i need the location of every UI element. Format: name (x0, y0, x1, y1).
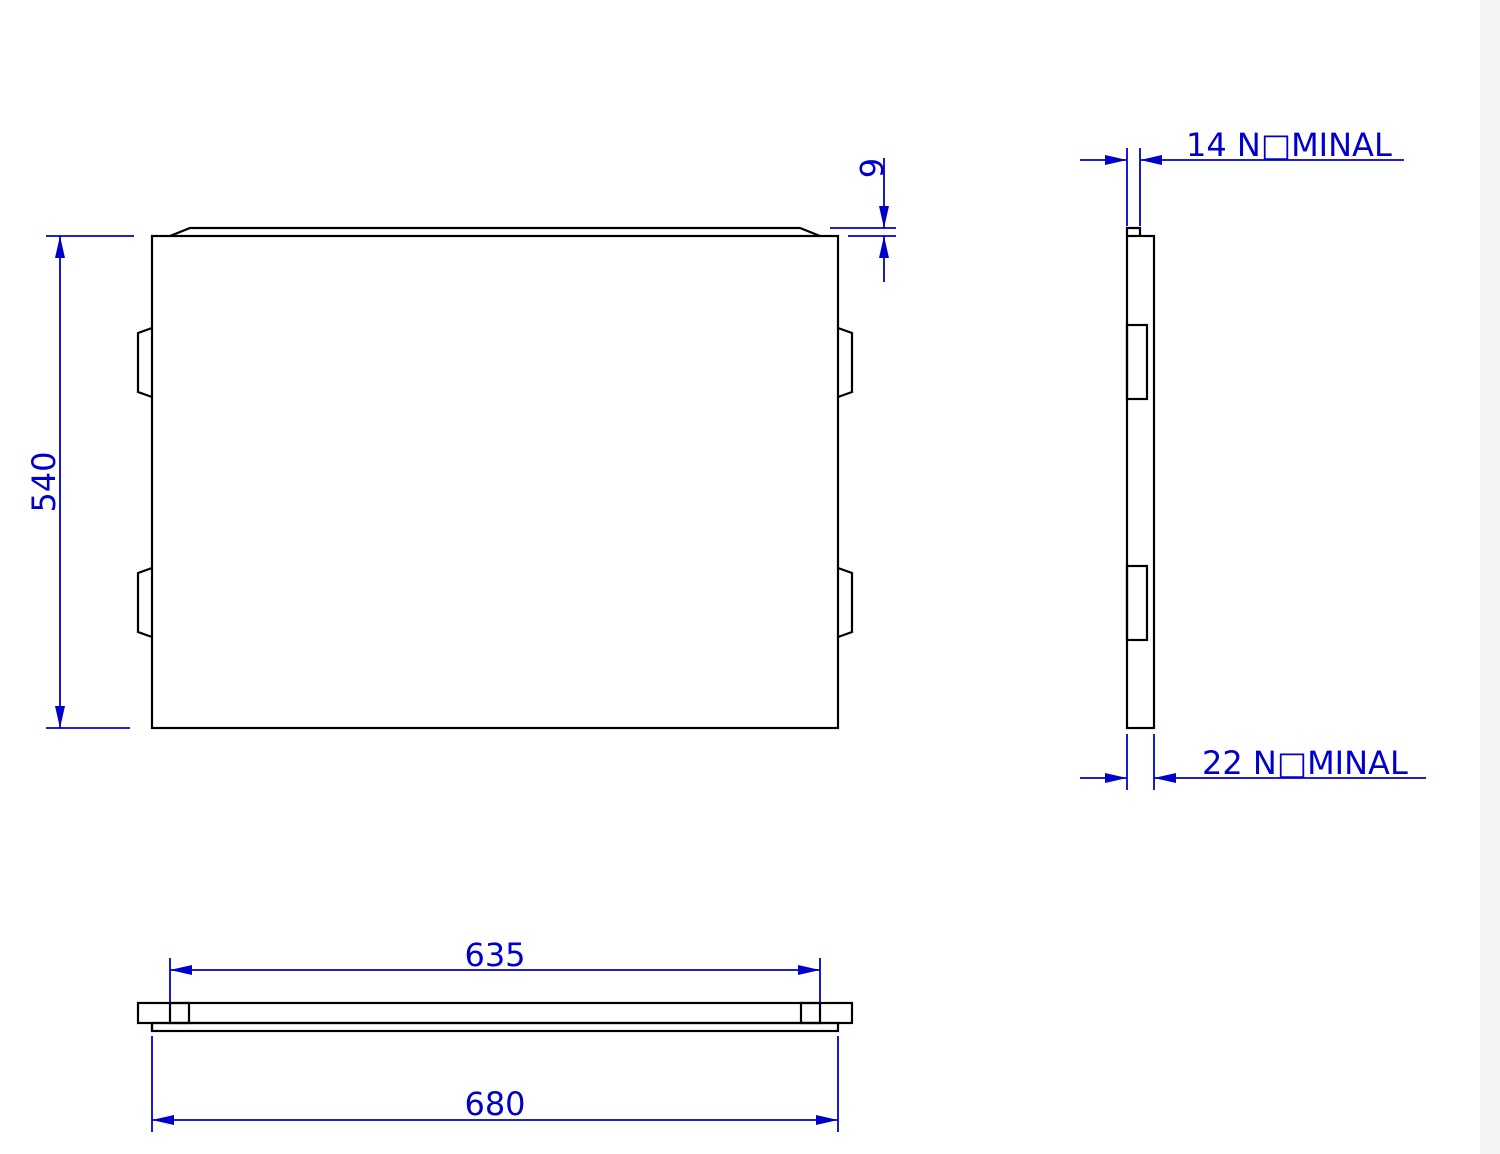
side-lower-tab (1125, 564, 1149, 642)
height-arrow-top (55, 236, 65, 258)
front-panel-outline (150, 234, 840, 730)
plan-left-block (168, 1001, 191, 1025)
height-arrow-bottom (55, 706, 65, 728)
bottom-thick-arrow-left (1105, 773, 1127, 783)
outer-width-arrow-left (152, 1115, 174, 1125)
top-thick-arrow-left (1105, 155, 1127, 165)
inner-width-arrow-right (798, 965, 820, 975)
lip-arrow-top (879, 206, 889, 228)
left-lower-tab (136, 566, 153, 639)
height-dimension: 540 (25, 235, 134, 729)
outer-width-label: 680 (464, 1085, 525, 1123)
front-top-lip (169, 226, 821, 238)
top-thickness-dimension: 14 N□MINAL (1080, 126, 1404, 226)
outer-width-dimension: 680 (151, 1036, 839, 1132)
plan-view (136, 1001, 854, 1033)
plan-right-block (799, 1001, 822, 1025)
inner-width-label: 635 (464, 936, 525, 974)
lip-arrow-bottom (879, 236, 889, 258)
top-thickness-label: 14 N□MINAL (1186, 126, 1392, 164)
height-label: 540 (25, 451, 63, 512)
inner-width-dimension: 635 (169, 936, 821, 1003)
left-upper-tab (136, 326, 153, 399)
side-view (1125, 226, 1156, 730)
plan-base (150, 1021, 840, 1033)
side-top-lip (1125, 226, 1142, 236)
lip-label: 6 (852, 158, 890, 178)
bottom-thickness-label: 22 N□MINAL (1202, 744, 1408, 782)
bottom-thick-arrow-right (1154, 773, 1176, 783)
top-thick-arrow-right (1140, 155, 1162, 165)
side-panel-outline (1125, 234, 1156, 730)
inner-width-arrow-left (170, 965, 192, 975)
front-view (136, 226, 854, 730)
right-lower-tab (837, 566, 854, 639)
right-upper-tab (837, 326, 854, 399)
outer-width-arrow-right (816, 1115, 838, 1125)
right-edge-strip (1480, 0, 1500, 1154)
bottom-thickness-dimension: 22 N□MINAL (1080, 734, 1426, 790)
plan-upper-rail (136, 1001, 854, 1025)
lip-dimension: 6 (830, 158, 896, 282)
side-upper-tab (1125, 323, 1149, 401)
